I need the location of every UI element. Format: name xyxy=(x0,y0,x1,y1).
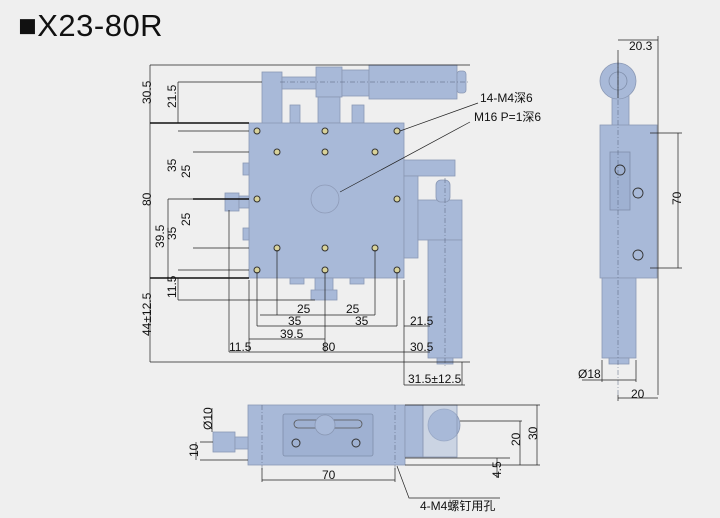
top-bracket xyxy=(261,71,283,125)
dim-80-bottom: 80 xyxy=(322,340,336,354)
center-thread-hole xyxy=(310,184,340,214)
dim-21-5: 21.5 xyxy=(165,84,179,108)
top-view xyxy=(149,64,479,386)
dim-35-br: 35 xyxy=(355,314,369,328)
dim-4-5: 4.5 xyxy=(490,461,504,478)
callout-m4-holes: 14-M4深6 xyxy=(480,91,533,105)
dim-11-5-left: 11.5 xyxy=(165,275,179,298)
dim-39-5-left: 39.5 xyxy=(153,224,167,248)
side-view: 20.3 70 Ø18 20 xyxy=(578,36,684,401)
dim-35-upper: 35 xyxy=(165,158,179,172)
callout-m16-hole: M16 P=1深6 xyxy=(474,110,541,124)
dim-70-front: 70 xyxy=(322,468,336,482)
dim-20-3: 20.3 xyxy=(629,39,653,53)
lock-knob xyxy=(224,192,240,212)
dim-30-5: 30.5 xyxy=(140,80,154,104)
top-view-labels: 30.5 21.5 80 35 25 25 35 39.5 11.5 44±12… xyxy=(140,80,541,386)
front-view: Ø10 10 70 20 30 4.5 4-M4螺钉用孔 xyxy=(187,404,540,513)
dim-dia-18: Ø18 xyxy=(578,367,601,381)
dim-44-travel: 44±12.5 xyxy=(140,292,154,336)
dim-dia-10: Ø10 xyxy=(201,407,215,430)
dim-25-br: 25 xyxy=(346,302,360,316)
product-title: ■X23-80R xyxy=(18,8,164,43)
dim-25-bl: 25 xyxy=(297,302,311,316)
dim-25-lower: 25 xyxy=(179,212,193,226)
dim-80: 80 xyxy=(140,192,154,206)
micrometer-sleeve xyxy=(315,66,343,98)
dim-20-side: 20 xyxy=(631,387,645,401)
dim-25-upper: 25 xyxy=(179,164,193,178)
dim-35-lower: 35 xyxy=(165,226,179,240)
dim-39-5-bottom: 39.5 xyxy=(280,327,304,341)
dim-31-5-travel: 31.5±12.5 xyxy=(408,372,462,386)
dim-20-front: 20 xyxy=(509,432,523,446)
dim-11-5-bottom: 11.5 xyxy=(229,340,252,354)
dim-21-5-right: 21.5 xyxy=(410,314,434,328)
mounting-holes xyxy=(253,127,401,274)
dim-30-5-right: 30.5 xyxy=(410,340,434,354)
stage-plate xyxy=(248,122,405,279)
side-micrometer xyxy=(601,277,637,359)
dim-30-front: 30 xyxy=(526,426,540,440)
dim-35-bl: 35 xyxy=(288,314,302,328)
dim-70: 70 xyxy=(670,191,684,205)
micrometer-spindle xyxy=(281,76,318,90)
callout-m4-screw-holes: 4-M4螺钉用孔 xyxy=(420,499,495,513)
dim-10: 10 xyxy=(187,443,201,457)
